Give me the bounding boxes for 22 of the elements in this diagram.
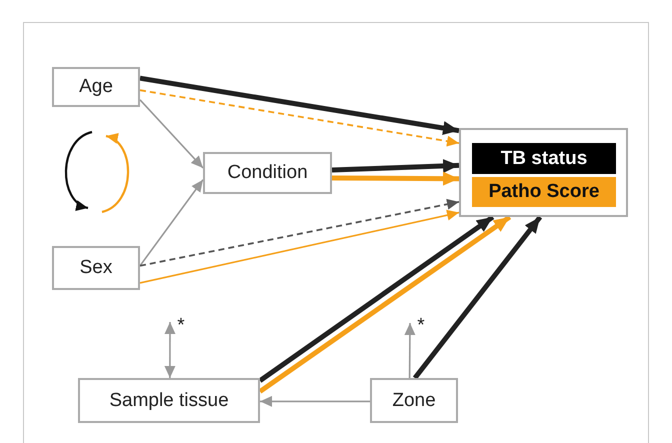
- footnote-mark: *: [170, 316, 192, 336]
- arrow: [332, 172, 460, 186]
- variable-box: Zone: [370, 378, 458, 423]
- arrow: [140, 76, 460, 135]
- arrow: [140, 198, 460, 267]
- arrow: [140, 210, 460, 284]
- outcome-label: Patho Score: [472, 177, 616, 207]
- arrow: [164, 322, 176, 378]
- arrow: [260, 396, 370, 407]
- arrow: [404, 323, 416, 378]
- variable-box: Condition: [203, 152, 332, 194]
- outcome-box: [459, 128, 628, 217]
- variable-box: Sex: [52, 246, 140, 290]
- arrow: [332, 158, 460, 173]
- footnote-mark: *: [410, 316, 432, 336]
- arrow: [139, 179, 204, 266]
- outcome-label: TB status: [472, 143, 616, 174]
- arrow: [412, 215, 542, 380]
- variable-box: Age: [52, 67, 140, 107]
- variable-box: Sample tissue: [78, 378, 260, 423]
- arrow: [140, 89, 460, 147]
- arrow: [139, 99, 204, 168]
